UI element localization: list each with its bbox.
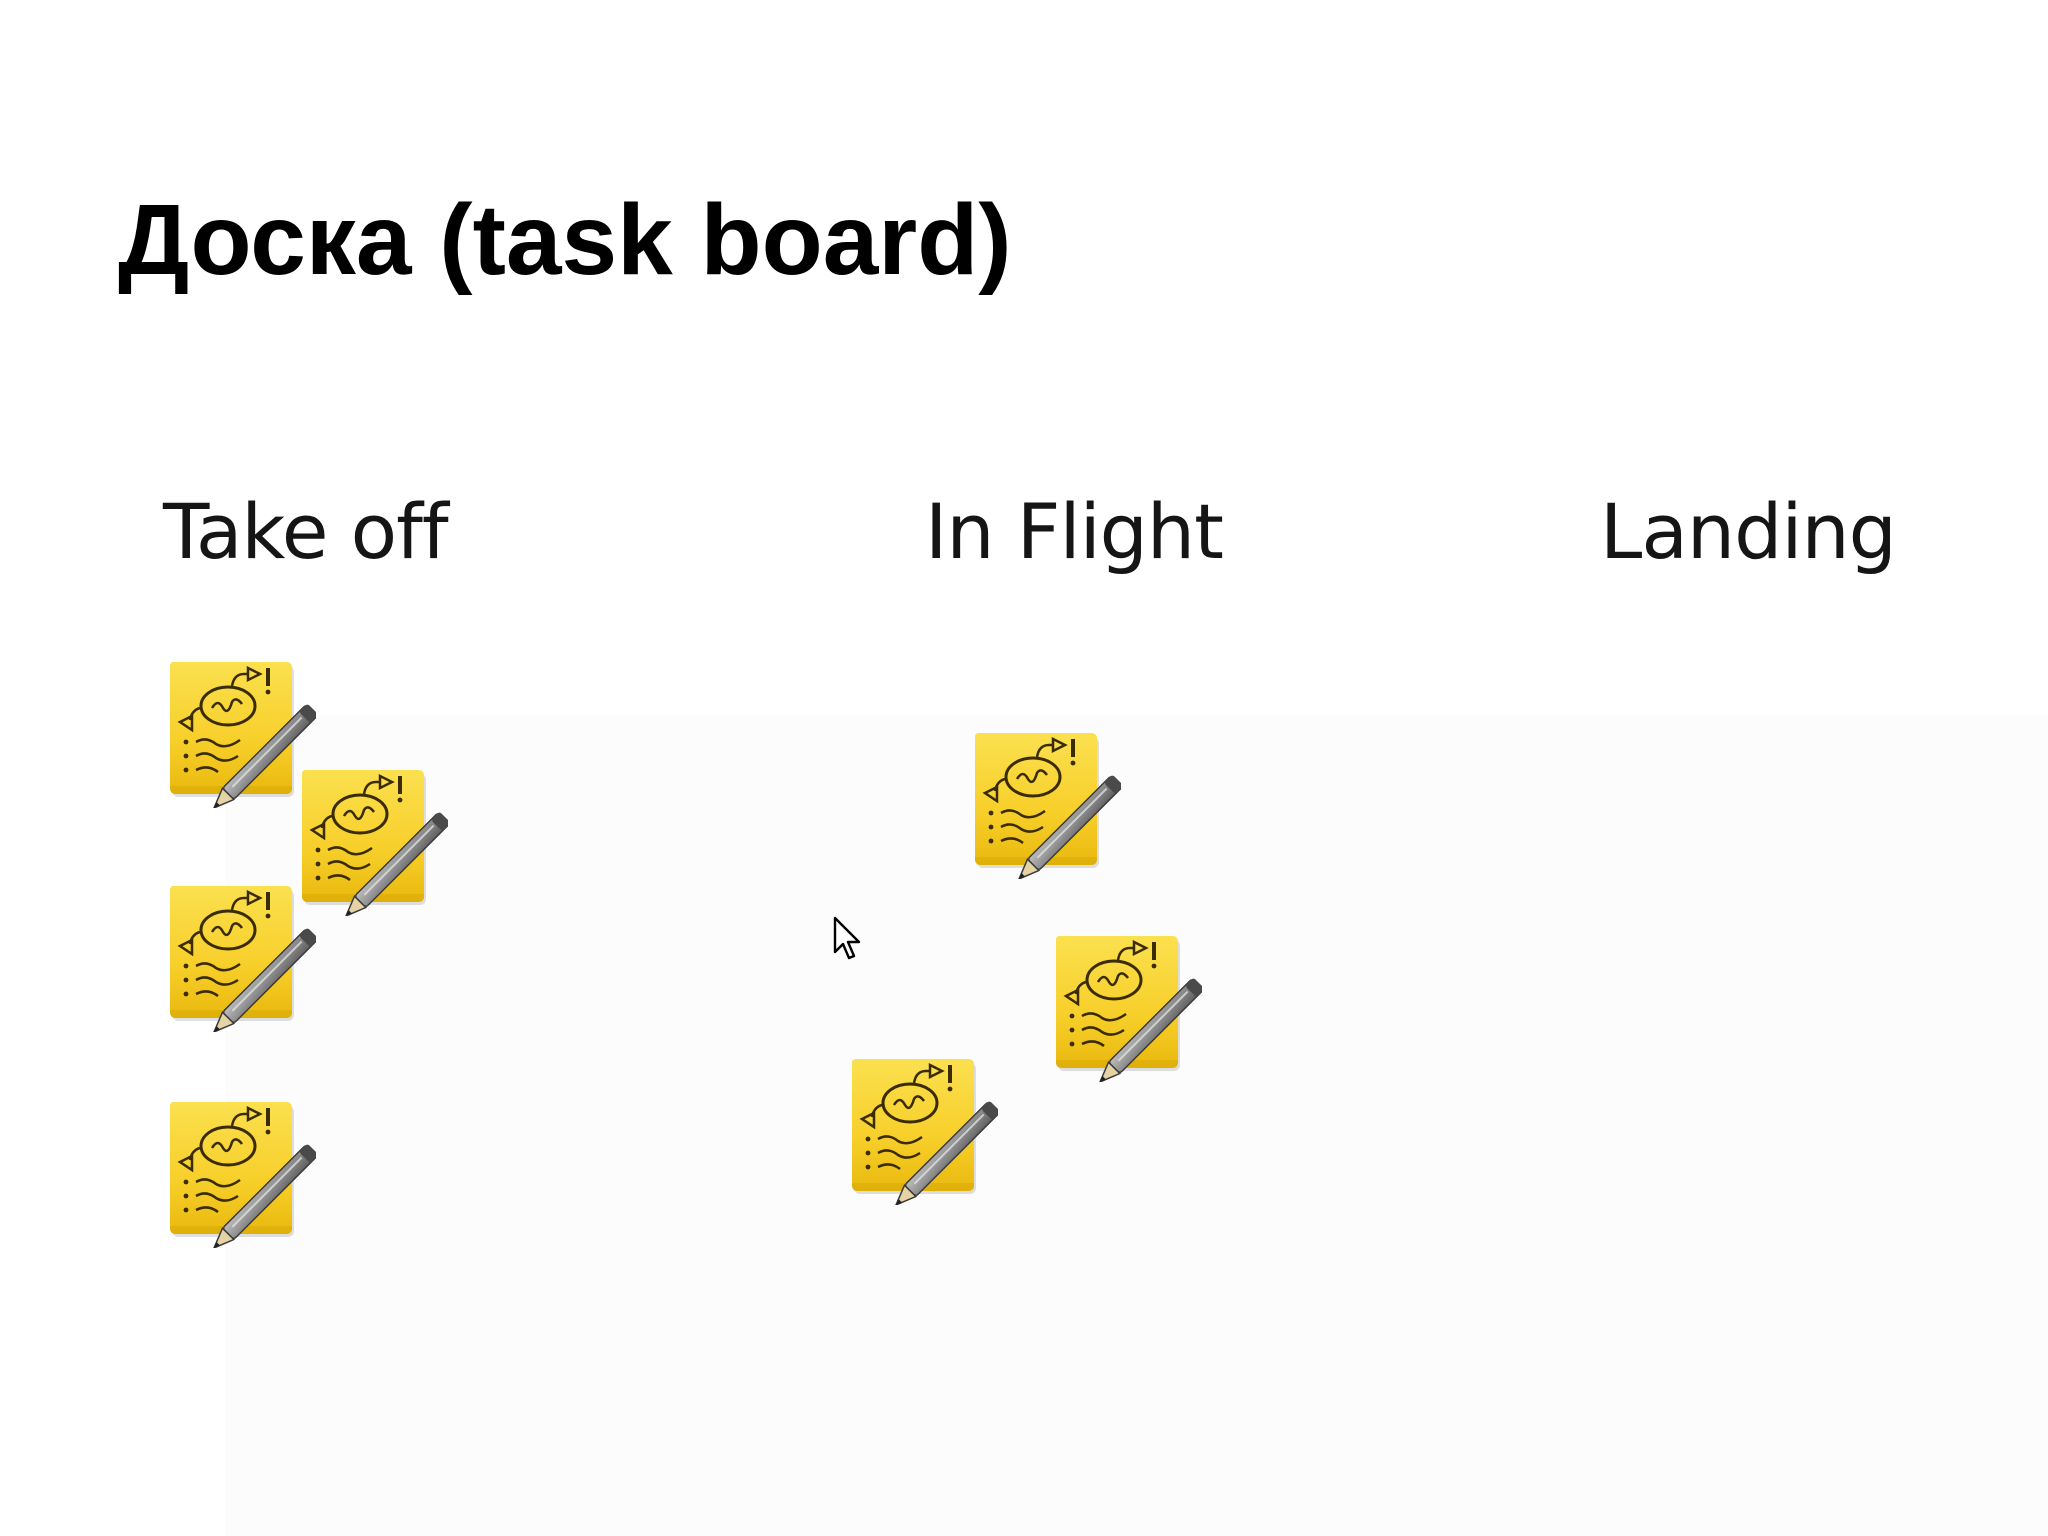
- slide-title: Доска (task board): [118, 184, 1012, 296]
- column-header-landing: Landing: [1600, 487, 1897, 576]
- task-card-in-flight-3[interactable]: [850, 1057, 998, 1205]
- sticky-note-icon: [168, 660, 316, 808]
- board-background: [225, 715, 2048, 1536]
- task-card-take-off-1[interactable]: [168, 660, 316, 808]
- task-card-in-flight-1[interactable]: [973, 731, 1121, 879]
- sticky-note-icon: [973, 731, 1121, 879]
- sticky-note-icon: [168, 884, 316, 1032]
- task-card-in-flight-2[interactable]: [1054, 934, 1202, 1082]
- sticky-note-icon: [1054, 934, 1202, 1082]
- sticky-note-icon: [850, 1057, 998, 1205]
- sticky-note-icon: [168, 1100, 316, 1248]
- task-card-take-off-2[interactable]: [300, 768, 448, 916]
- column-header-take-off: Take off: [163, 487, 449, 576]
- column-header-in-flight: In Flight: [925, 487, 1224, 576]
- sticky-note-icon: [300, 768, 448, 916]
- task-card-take-off-3[interactable]: [168, 884, 316, 1032]
- mouse-cursor-icon: [832, 916, 866, 964]
- task-card-take-off-4[interactable]: [168, 1100, 316, 1248]
